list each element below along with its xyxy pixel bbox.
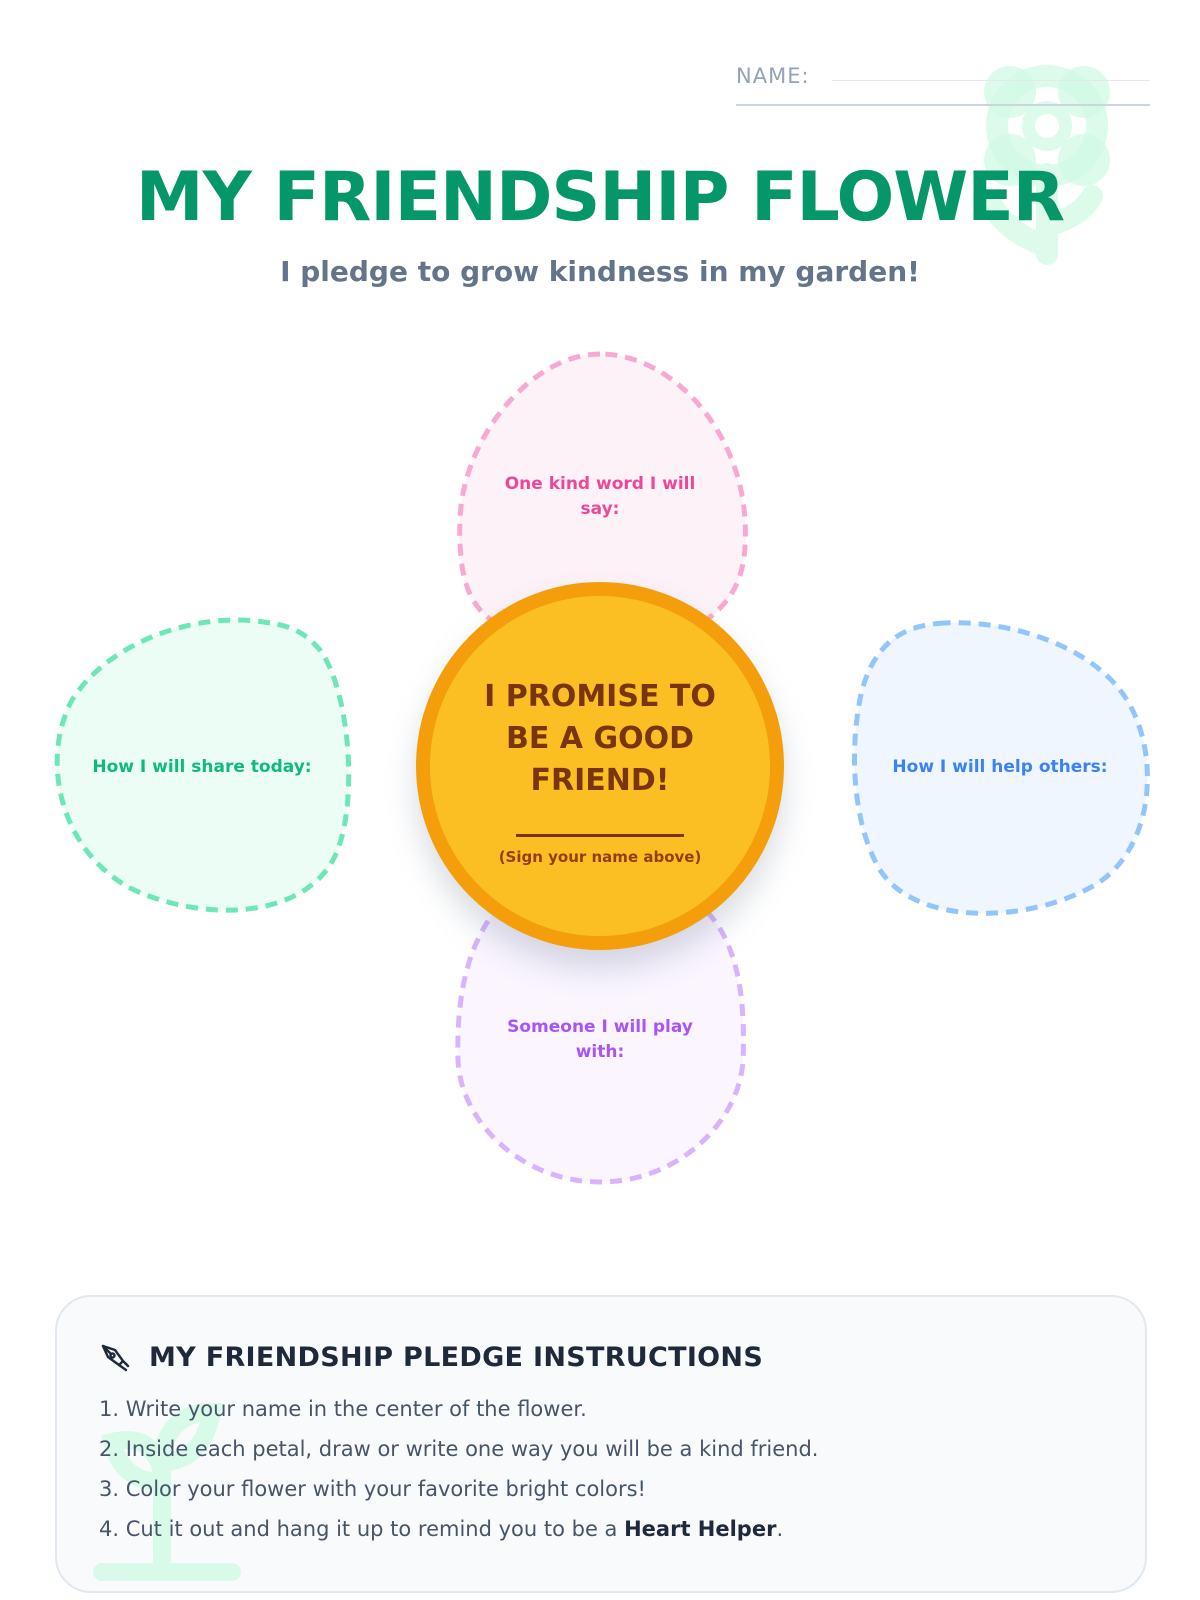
- instruction-step: 1. Write your name in the center of the …: [99, 1397, 587, 1421]
- pen-icon: [101, 1344, 130, 1372]
- petal-right-prompt: How I will help others:: [892, 757, 1108, 777]
- petal-left[interactable]: [54, 617, 352, 913]
- petal-top[interactable]: [457, 351, 748, 628]
- instruction-step: 2. Inside each petal, draw or write one …: [99, 1437, 819, 1461]
- petal-bottom[interactable]: [455, 902, 746, 1185]
- signature-hint: (Sign your name above): [498, 848, 702, 866]
- page-title: MY FRIENDSHIP FLOWER: [135, 158, 1065, 237]
- instructions-panel: MY FRIENDSHIP PLEDGE INSTRUCTIONS 1. Wri…: [55, 1295, 1147, 1593]
- page-subtitle: I pledge to grow kindness in my garden!: [280, 255, 920, 288]
- flower-diagram: [54, 351, 1150, 1185]
- petal-bottom-prompt: Someone I will play with:: [507, 1017, 693, 1062]
- signature-line[interactable]: [516, 834, 684, 837]
- instructions-title: MY FRIENDSHIP PLEDGE INSTRUCTIONS: [149, 1341, 764, 1373]
- instruction-step: 4. Cut it out and hang it up to remind y…: [99, 1517, 784, 1541]
- flower-center[interactable]: I PROMISE TO BE A GOOD FRIEND! (Sign you…: [416, 582, 784, 950]
- petal-right[interactable]: [852, 620, 1150, 916]
- name-label: NAME:: [736, 64, 810, 88]
- instructions-list: 1. Write your name in the center of the …: [99, 1389, 818, 1549]
- promise-text: I PROMISE TO BE A GOOD FRIEND!: [484, 679, 716, 798]
- petal-left-prompt: How I will share today:: [92, 757, 312, 777]
- instruction-step: 3. Color your flower with your favorite …: [99, 1477, 646, 1501]
- petal-top-prompt: One kind word I will say:: [504, 474, 696, 519]
- heart-helper-emphasis: Heart Helper: [624, 1517, 777, 1541]
- instructions-header: MY FRIENDSHIP PLEDGE INSTRUCTIONS: [99, 1337, 763, 1377]
- sprout-icon: [93, 1402, 241, 1581]
- name-write-line[interactable]: [832, 80, 1150, 81]
- name-field[interactable]: NAME:: [736, 58, 1150, 106]
